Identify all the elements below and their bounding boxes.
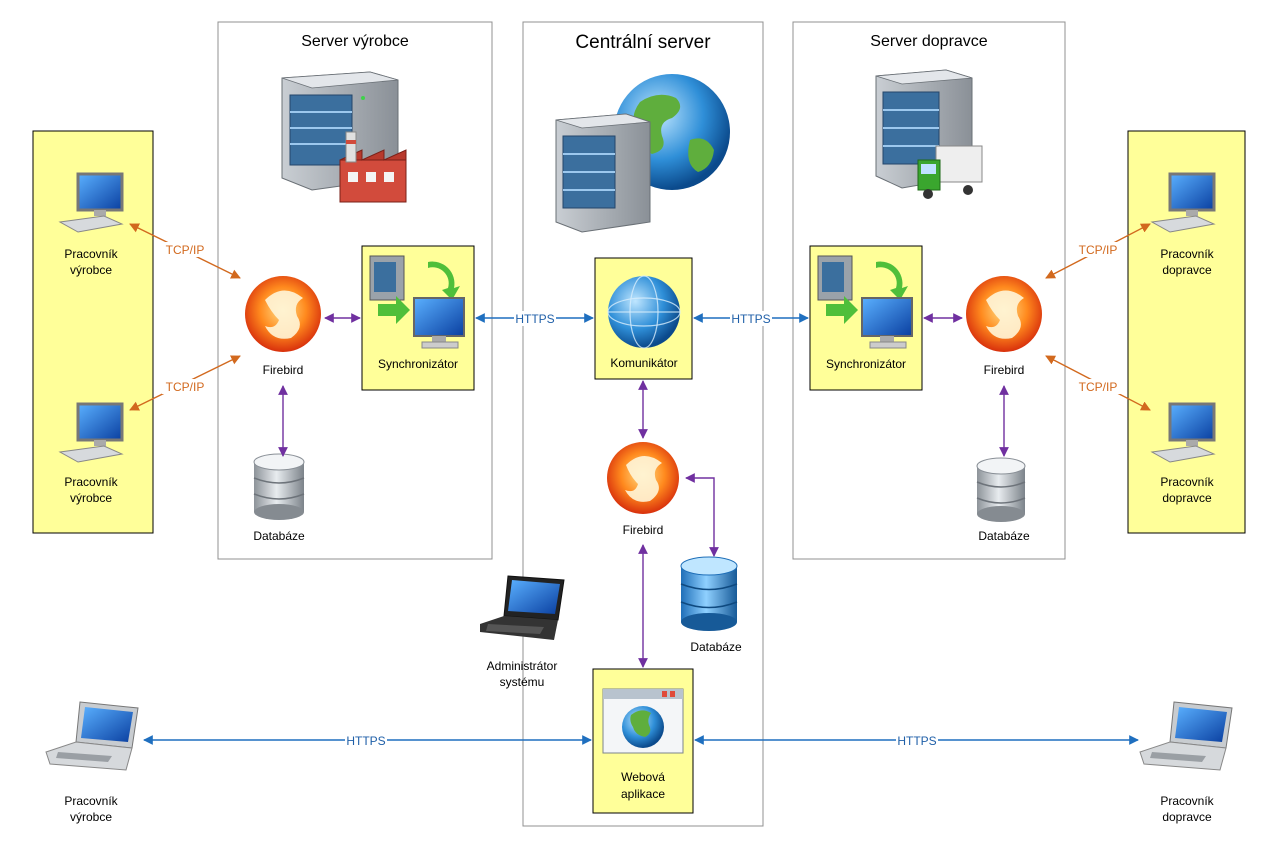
truck-icon bbox=[917, 145, 983, 199]
database-icon bbox=[253, 453, 305, 520]
database-right-label: Databáze bbox=[978, 529, 1030, 543]
web-app-label-line2: aplikace bbox=[621, 787, 665, 801]
central-server-title: Centrální server bbox=[575, 32, 711, 53]
tcpip-label-bg bbox=[1075, 242, 1121, 257]
tcpip-label-bg bbox=[162, 379, 208, 394]
firebird-center-label: Firebird bbox=[623, 523, 664, 537]
database-icon bbox=[680, 556, 738, 631]
tcpip-label-bg bbox=[162, 242, 208, 257]
desktop-computer-icon bbox=[1150, 172, 1216, 233]
worker-manufacturer-label-3b: výrobce bbox=[70, 810, 112, 824]
desktop-computer-icon bbox=[58, 402, 124, 463]
manufacturer-server-title: Server výrobce bbox=[301, 33, 409, 50]
browser-window-icon bbox=[602, 688, 684, 754]
laptop-icon bbox=[1139, 701, 1233, 771]
worker-manufacturer-label-2b: výrobce bbox=[70, 491, 112, 505]
firebird-right-label: Firebird bbox=[984, 363, 1025, 377]
tcpip-label: TCP/IP bbox=[1079, 243, 1118, 257]
synchronizer-right-label: Synchronizátor bbox=[826, 357, 906, 371]
worker-manufacturer-label-1a: Pracovník bbox=[64, 247, 118, 261]
communicator-label: Komunikátor bbox=[610, 356, 677, 370]
worker-carrier-label-1b: dopravce bbox=[1162, 263, 1212, 277]
synchronizer-left-icon bbox=[369, 255, 465, 349]
https-label-bg bbox=[896, 733, 938, 748]
tcpip-label: TCP/IP bbox=[1079, 380, 1118, 394]
admin-label-line1: Administrátor bbox=[487, 659, 558, 673]
worker-manufacturer-label-2a: Pracovník bbox=[64, 475, 118, 489]
desktop-computer-icon bbox=[58, 172, 124, 233]
firebird-icon bbox=[607, 442, 679, 514]
tcpip-label: TCP/IP bbox=[166, 243, 205, 257]
database-left-label: Databáze bbox=[253, 529, 305, 543]
https-label-bg bbox=[730, 311, 772, 326]
https-label: HTTPS bbox=[515, 312, 554, 326]
laptop-icon bbox=[480, 575, 565, 640]
local-connector bbox=[685, 473, 719, 557]
firebird-left-label: Firebird bbox=[263, 363, 304, 377]
tcpip-label: TCP/IP bbox=[166, 380, 205, 394]
laptop-icon bbox=[45, 701, 139, 771]
worker-carrier-label-1a: Pracovník bbox=[1160, 247, 1214, 261]
worker-manufacturer-label-1b: výrobce bbox=[70, 263, 112, 277]
firebird-icon bbox=[245, 276, 321, 352]
server-tower-icon bbox=[555, 113, 651, 233]
desktop-computer-icon bbox=[1150, 402, 1216, 463]
https-label-bg bbox=[345, 733, 387, 748]
globe-icon bbox=[607, 275, 681, 349]
https-label: HTTPS bbox=[897, 734, 936, 748]
https-label-bg bbox=[514, 311, 556, 326]
database-icon bbox=[976, 457, 1026, 522]
worker-carrier-label-2b: dopravce bbox=[1162, 491, 1212, 505]
worker-carrier-label-3b: dopravce bbox=[1162, 810, 1212, 824]
https-label: HTTPS bbox=[731, 312, 770, 326]
https-label: HTTPS bbox=[346, 734, 385, 748]
worker-carrier-label-2a: Pracovník bbox=[1160, 475, 1214, 489]
worker-carrier-label-3a: Pracovník bbox=[1160, 794, 1214, 808]
factory-icon bbox=[339, 131, 407, 203]
synchronizer-right-icon bbox=[817, 255, 913, 349]
tcpip-label-bg bbox=[1075, 379, 1121, 394]
database-center-label: Databáze bbox=[690, 640, 742, 654]
web-app-label-line1: Webová bbox=[621, 770, 665, 784]
admin-label-line2: systému bbox=[500, 675, 545, 689]
firebird-icon bbox=[966, 276, 1042, 352]
synchronizer-left-label: Synchronizátor bbox=[378, 357, 458, 371]
worker-manufacturer-label-3a: Pracovník bbox=[64, 794, 118, 808]
carrier-server-title: Server dopravce bbox=[870, 33, 987, 50]
